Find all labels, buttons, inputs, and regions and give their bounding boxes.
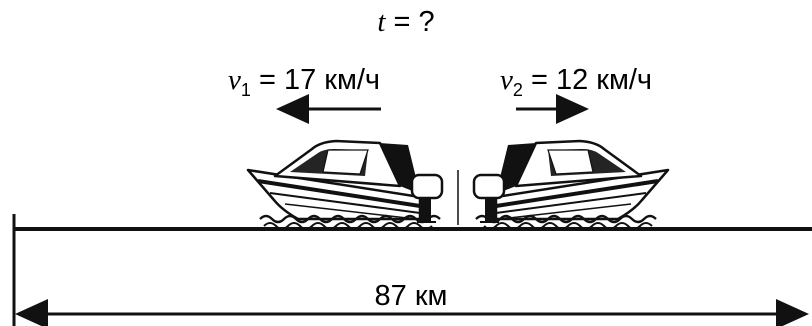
- right-boat-icon: [472, 139, 670, 231]
- right-velocity-value: = 12 км/ч: [523, 64, 652, 96]
- left-velocity-value: = 17 км/ч: [251, 64, 380, 96]
- time-question-suffix: = ?: [385, 6, 434, 38]
- left-velocity-label: v1 = 17 км/ч: [228, 64, 380, 100]
- right-velocity-subscript: 2: [513, 80, 523, 100]
- left-velocity-symbol: v: [228, 64, 241, 96]
- right-velocity-label: v2 = 12 км/ч: [500, 64, 652, 100]
- time-question: t = ?: [377, 6, 434, 38]
- left-boat-icon: [246, 139, 444, 231]
- time-variable: t: [377, 6, 386, 38]
- distance-label: 87 км: [375, 280, 448, 312]
- right-velocity-symbol: v: [500, 64, 513, 96]
- left-velocity-subscript: 1: [241, 80, 251, 100]
